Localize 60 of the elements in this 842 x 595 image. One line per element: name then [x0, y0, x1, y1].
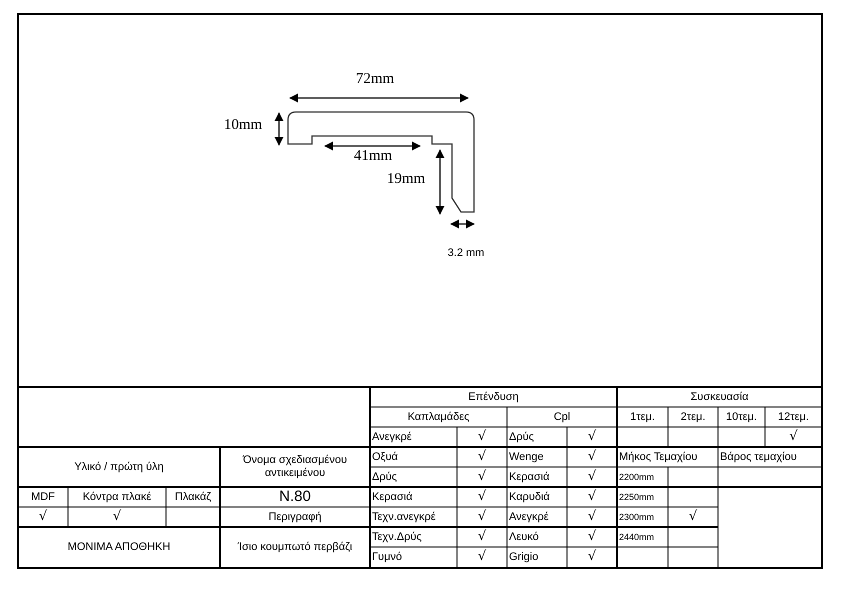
check-mark: √ — [478, 430, 486, 444]
table-header: Συσκευασία — [690, 390, 748, 404]
table-cell-text: Ίσιο κουμπωτό περβάζι — [238, 540, 352, 554]
check-mark: √ — [478, 470, 486, 484]
table-cell-text: Περιγραφή — [268, 510, 322, 524]
table-cell-text: Κερασιά — [372, 490, 412, 504]
check-mark: √ — [789, 430, 798, 444]
length-value: 2250mm — [619, 492, 654, 502]
table-cell-text: Κερασιά — [509, 470, 550, 484]
table-cell-text: Ανεγκρέ — [509, 510, 549, 524]
check-mark: √ — [478, 530, 486, 544]
table-cell-text: Grigio — [509, 550, 538, 564]
table-cell-text: Όνομα σχεδιασμένου αντικειμένου — [242, 454, 348, 480]
check-mark: √ — [588, 470, 596, 484]
table-cell-text: Τεχν.Δρύς — [372, 530, 422, 544]
check-mark: √ — [588, 490, 596, 504]
table-cell-text: Δρύς — [509, 430, 534, 444]
check-mark: √ — [588, 550, 596, 564]
check-mark: √ — [688, 510, 698, 524]
dimension-label: 19mm — [386, 171, 426, 189]
table-cell-text: 12τεμ. — [778, 410, 809, 424]
table-cell-text: Καρυδιά — [509, 490, 550, 504]
table-cell-text: Οξυά — [372, 450, 398, 464]
check-mark: √ — [478, 450, 486, 464]
table-cell-text: Πλακάζ — [174, 490, 212, 504]
check-mark: √ — [588, 450, 596, 464]
check-mark: √ — [478, 490, 486, 504]
check-mark: √ — [588, 430, 596, 444]
length-value: 2300mm — [619, 512, 654, 522]
table-cell-text: Λευκό — [509, 530, 539, 544]
check-mark: √ — [588, 530, 596, 544]
table-cell-text: MDF — [31, 490, 55, 504]
table-header: Επένδυση — [468, 390, 519, 404]
table-cell-text: Δρύς — [372, 470, 397, 484]
table-cell-text: Βάρος τεμαχίου — [720, 450, 797, 464]
table-cell-text: Υλικό / πρώτη ύλη — [74, 460, 164, 474]
dimension-label: 41mm — [354, 148, 392, 166]
table-header: Cpl — [554, 410, 570, 424]
dimension-label: 10mm — [224, 117, 262, 135]
table-cell-text: Wenge — [509, 450, 544, 464]
table-cell-text: 2τεμ. — [680, 410, 706, 424]
table-cell-text: Γυμνό — [372, 550, 402, 564]
table-cell-text: 1τεμ. — [630, 410, 655, 424]
table-header: Καπλαμάδες — [408, 410, 470, 424]
check-mark: √ — [112, 510, 122, 524]
check-mark: √ — [38, 510, 48, 524]
length-value: 2200mm — [619, 472, 654, 482]
check-mark: √ — [478, 510, 486, 524]
dimension-label: 3.2 mm — [448, 246, 484, 260]
table-cell-text: Μήκος Τεμαχίου — [619, 450, 698, 464]
table-cell-text: Τεχν.ανεγκρέ — [372, 510, 436, 524]
object-code: N.80 — [279, 488, 311, 506]
check-mark: √ — [478, 550, 486, 564]
table-cell-text: 10τεμ. — [726, 410, 757, 424]
table-cell-text: Κόντρα πλακέ — [82, 490, 152, 504]
table-cell-text: ΜΟΝΙΜΑ ΑΠΟΘΗΚΗ — [68, 540, 170, 554]
length-value: 2440mm — [619, 532, 654, 542]
table-cell-text: Ανεγκρέ — [372, 430, 412, 444]
dimension-label: 72mm — [356, 71, 394, 89]
check-mark: √ — [588, 510, 596, 524]
